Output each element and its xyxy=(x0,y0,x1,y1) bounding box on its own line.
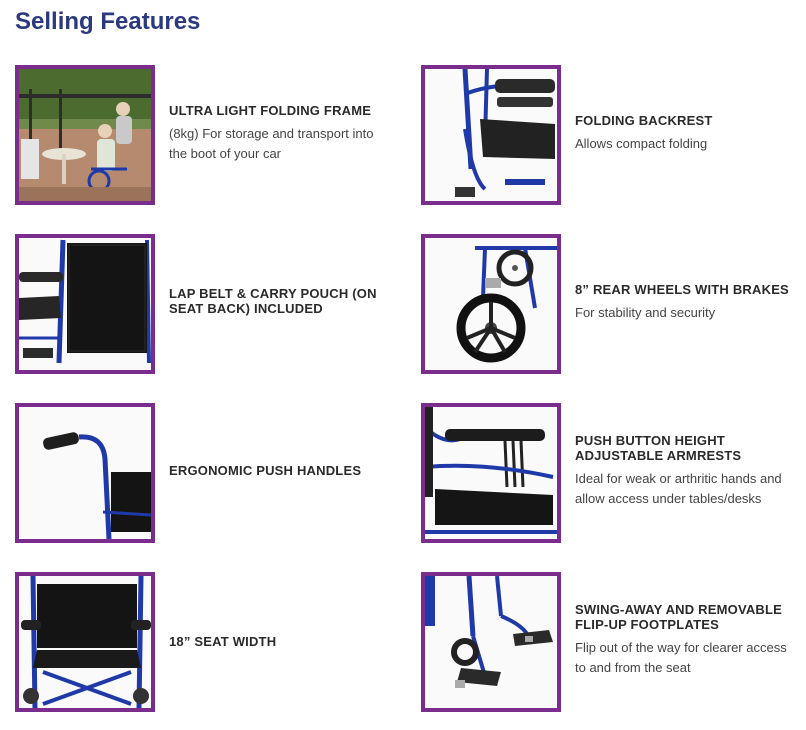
feature-armrests: PUSH BUTTON HEIGHT ADJUSTABLE ARMRESTS I… xyxy=(421,403,801,543)
feature-description: Flip out of the way for clearer access t… xyxy=(575,640,787,675)
feature-description: Allows compact folding xyxy=(575,136,708,151)
carry-pouch-photo xyxy=(15,234,155,374)
feature-title: PUSH BUTTON HEIGHT ADJUSTABLE ARMRESTS xyxy=(575,433,742,463)
feature-title: SWING-AWAY AND REMOVABLE FLIP-UP FOOTPLA… xyxy=(575,602,783,632)
feature-title: FOLDING BACKREST xyxy=(575,113,713,128)
feature-description: Ideal for weak or arthritic hands and al… xyxy=(575,471,782,506)
feature-description: (8kg) For storage and transport into the… xyxy=(169,126,374,161)
rear-wheel-photo xyxy=(421,234,561,374)
armrest-photo xyxy=(421,403,561,543)
feature-title: 18” SEAT WIDTH xyxy=(169,634,277,649)
footplates-photo xyxy=(421,572,561,712)
feature-ultra-light-frame: ULTRA LIGHT FOLDING FRAME (8kg) For stor… xyxy=(15,65,395,205)
push-handle-photo xyxy=(15,403,155,543)
feature-push-handles: ERGONOMIC PUSH HANDLES xyxy=(15,403,395,543)
feature-title: LAP BELT & CARRY POUCH (ON SEAT BACK) IN… xyxy=(169,286,377,316)
feature-title: ULTRA LIGHT FOLDING FRAME xyxy=(169,103,372,118)
outdoor-garden-scene-photo xyxy=(15,65,155,205)
folding-backrest-photo xyxy=(421,65,561,205)
feature-lap-belt-pouch: LAP BELT & CARRY POUCH (ON SEAT BACK) IN… xyxy=(15,234,395,374)
feature-footplates: SWING-AWAY AND REMOVABLE FLIP-UP FOOTPLA… xyxy=(421,572,801,712)
feature-folding-backrest: FOLDING BACKREST Allows compact folding xyxy=(421,65,801,205)
feature-title: ERGONOMIC PUSH HANDLES xyxy=(169,463,362,478)
seat-width-photo xyxy=(15,572,155,712)
feature-description: For stability and security xyxy=(575,305,716,320)
page-title: Selling Features xyxy=(15,8,201,35)
feature-rear-wheels: 8” REAR WHEELS WITH BRAKES For stability… xyxy=(421,234,801,374)
feature-seat-width: 18” SEAT WIDTH xyxy=(15,572,395,712)
feature-title: 8” REAR WHEELS WITH BRAKES xyxy=(575,282,789,297)
